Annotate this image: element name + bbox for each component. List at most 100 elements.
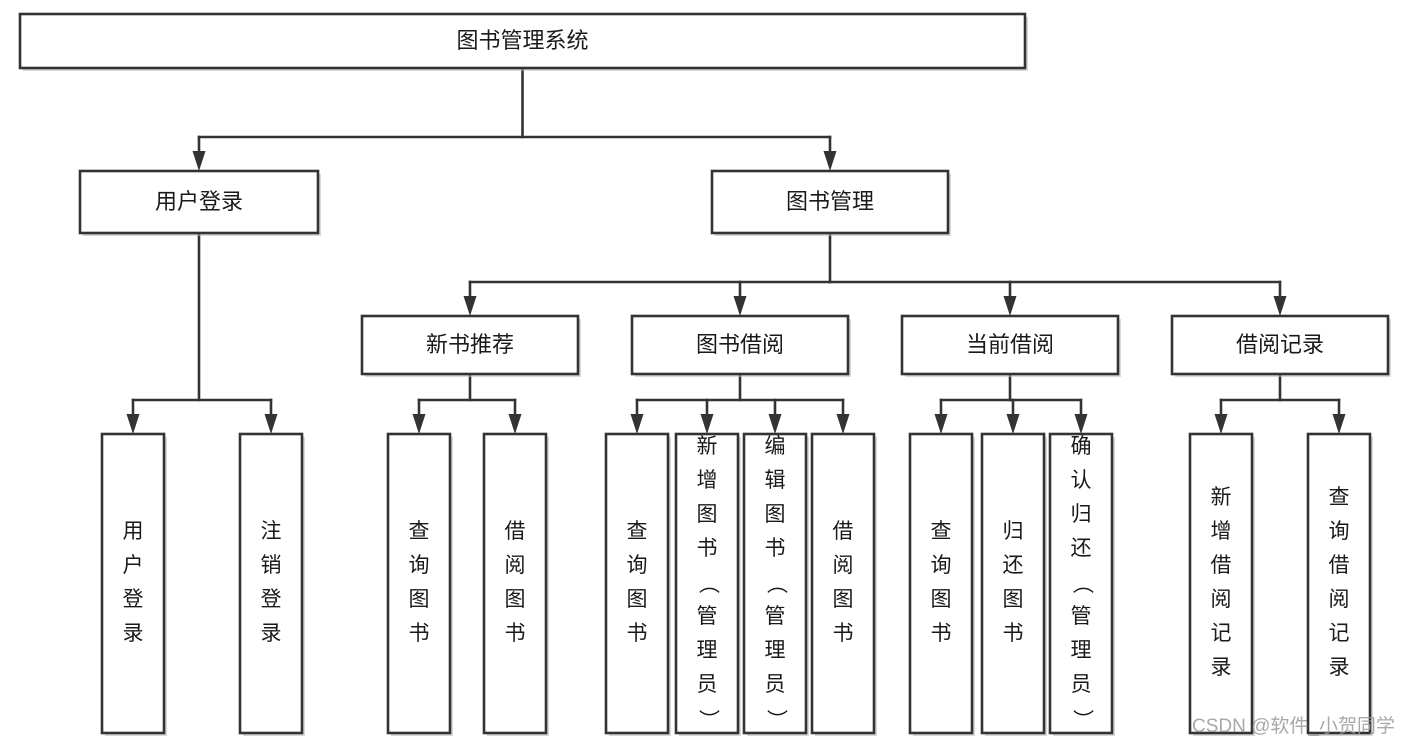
- edge-group-book-borrow: [630, 372, 850, 434]
- node-label-char: 归: [1071, 503, 1092, 526]
- node-borrow-record[interactable]: 借阅记录: [1170, 314, 1391, 377]
- node-label-char: 确: [1071, 435, 1092, 458]
- node-leaf-user-login[interactable]: 用户登录: [100, 432, 167, 736]
- node-current-borrow[interactable]: 当前借阅: [900, 314, 1121, 377]
- node-label-char: 图: [833, 588, 854, 611]
- node-label-char: 新: [1211, 486, 1232, 509]
- node-label-char: 注: [261, 520, 282, 543]
- node-label-char: 图: [931, 588, 952, 611]
- node-label-char: 图: [409, 588, 430, 611]
- node-box[interactable]: [630, 314, 850, 376]
- node-label-char: 查: [409, 520, 430, 543]
- node-label-char: 管: [1071, 605, 1092, 628]
- node-box[interactable]: [900, 314, 1120, 376]
- node-label: 用户登录: [155, 189, 243, 214]
- node-box[interactable]: [238, 432, 304, 735]
- node-label: 图书管理系统: [456, 28, 588, 53]
- node-label-char: ）: [696, 709, 719, 730]
- node-root[interactable]: 图书管理系统: [18, 12, 1028, 71]
- node-label-char: 图: [765, 503, 786, 526]
- node-label-char: 理: [1071, 639, 1092, 662]
- node-label-char: 书: [627, 622, 648, 645]
- node-label-char: 新: [697, 435, 718, 458]
- node-label-char: 书: [765, 537, 786, 560]
- node-label-char: 登: [123, 588, 144, 611]
- node-box[interactable]: [100, 432, 166, 735]
- node-label-char: 增: [1211, 520, 1232, 543]
- node-box[interactable]: [18, 12, 1027, 70]
- node-new-book-rec[interactable]: 新书推荐: [360, 314, 581, 377]
- node-box[interactable]: [1306, 432, 1372, 735]
- node-label-char: 图: [697, 503, 718, 526]
- node-label-char: 记: [1329, 622, 1350, 645]
- node-box[interactable]: [810, 432, 876, 735]
- node-label-char: 录: [1211, 656, 1232, 679]
- node-label-char: 书: [1003, 622, 1024, 645]
- node-box[interactable]: [1048, 432, 1114, 735]
- node-box[interactable]: [78, 169, 320, 235]
- node-label-char: 理: [697, 639, 718, 662]
- node-label-char: 记: [1211, 622, 1232, 645]
- node-user-login[interactable]: 用户登录: [78, 169, 321, 236]
- node-box[interactable]: [482, 432, 548, 735]
- node-box[interactable]: [360, 314, 580, 376]
- node-label-char: 询: [931, 554, 952, 577]
- node-label-char: 用: [123, 520, 144, 543]
- node-label-char: ）: [764, 709, 787, 730]
- node-label-char: 书: [697, 537, 718, 560]
- node-box[interactable]: [742, 432, 808, 735]
- node-box[interactable]: [980, 432, 1046, 735]
- node-box[interactable]: [386, 432, 452, 735]
- node-label-char: 查: [931, 520, 952, 543]
- node-label-char: 员: [1071, 673, 1092, 696]
- node-label: 图书管理: [786, 189, 874, 214]
- node-label-char: 书: [505, 622, 526, 645]
- node-box[interactable]: [908, 432, 974, 735]
- node-label-char: 录: [1329, 656, 1350, 679]
- node-box[interactable]: [710, 169, 950, 235]
- node-label-char: 书: [833, 622, 854, 645]
- node-label-char: 还: [1071, 537, 1092, 560]
- node-box[interactable]: [1170, 314, 1390, 376]
- node-label-char: 辑: [765, 469, 786, 492]
- node-label-char: 书: [409, 622, 430, 645]
- node-label-char: 登: [261, 588, 282, 611]
- node-label-char: 录: [123, 622, 144, 645]
- node-book-borrow[interactable]: 图书借阅: [630, 314, 851, 377]
- edge-group-borrow-record: [1214, 372, 1346, 434]
- node-label-char: 理: [765, 639, 786, 662]
- node-label-char: 询: [409, 554, 430, 577]
- node-label-char: 借: [1211, 554, 1232, 577]
- node-label-char: 借: [833, 520, 854, 543]
- node-label: 新书推荐: [426, 332, 514, 357]
- edges-layer: [126, 66, 1346, 434]
- edge-group-root: [192, 66, 837, 171]
- node-label-char: 阅: [1211, 588, 1232, 611]
- node-box[interactable]: [604, 432, 670, 735]
- node-label-char: 户: [123, 554, 144, 577]
- node-label-char: 书: [931, 622, 952, 645]
- node-book-manage[interactable]: 图书管理: [710, 169, 951, 236]
- nodes-layer: 图书管理系统用户登录图书管理新书推荐图书借阅当前借阅借阅记录用户登录注销登录查询…: [18, 12, 1391, 736]
- node-label-char: 查: [627, 520, 648, 543]
- csdn-watermark: CSDN @软件_小贺同学: [1192, 715, 1395, 737]
- node-box[interactable]: [1188, 432, 1254, 735]
- node-label: 图书借阅: [696, 332, 784, 357]
- node-box[interactable]: [674, 432, 740, 735]
- node-label-char: 图: [627, 588, 648, 611]
- node-label-char: 认: [1071, 469, 1092, 492]
